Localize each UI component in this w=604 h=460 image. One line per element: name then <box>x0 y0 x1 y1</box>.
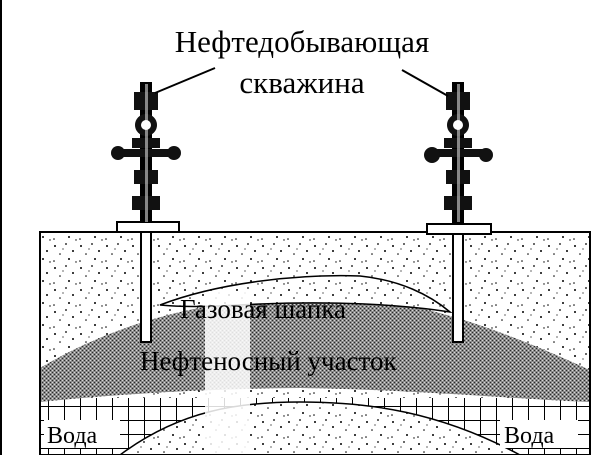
left-well-base <box>116 221 180 233</box>
wellhead-icon <box>424 82 493 224</box>
gas-cap-label: Газовая шапка <box>180 294 346 324</box>
right-well-base <box>426 223 492 235</box>
right-well-casing <box>452 233 464 343</box>
water-label-left-box: Вода <box>44 420 120 449</box>
left-well-casing <box>140 231 152 343</box>
title-line-1: Нефтедобывающая <box>175 24 429 59</box>
leader-line-right <box>401 69 449 97</box>
water-label-right: Вода <box>504 423 555 449</box>
water-label-right-box: Вода <box>500 420 578 449</box>
ground-section <box>40 232 590 455</box>
scan-artifact <box>205 292 250 455</box>
title-line-2: скважина <box>239 65 364 100</box>
left-well <box>111 82 181 343</box>
oil-zone-label: Нефтеносный участок <box>140 346 397 376</box>
wellhead-icon <box>111 82 181 222</box>
right-well <box>424 82 493 343</box>
leader-line-left <box>154 67 216 94</box>
water-label-left: Вода <box>47 423 98 449</box>
